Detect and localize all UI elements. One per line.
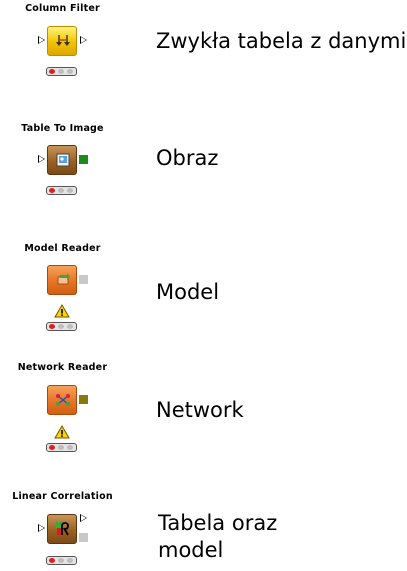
column-filter-icon[interactable] xyxy=(47,26,77,56)
image-frame-icon xyxy=(56,153,70,167)
image-output-port[interactable] xyxy=(79,155,88,164)
label-model-reader: Model xyxy=(156,280,220,304)
label-table-to-image: Obraz xyxy=(156,146,219,170)
status-lights xyxy=(46,443,77,452)
label-linear-correlation-line2: model xyxy=(158,538,224,562)
node-title-model-reader: Model Reader xyxy=(24,243,101,254)
status-lights xyxy=(46,186,77,195)
model-reader-icon[interactable] xyxy=(47,265,77,295)
table-to-image-icon[interactable] xyxy=(47,145,77,175)
warning-icon xyxy=(54,425,70,439)
node-title-table-to-image: Table To Image xyxy=(21,123,104,134)
status-lights xyxy=(46,67,77,76)
network-reader-icon[interactable] xyxy=(47,385,77,415)
label-network-reader: Network xyxy=(156,398,244,422)
model-output-port[interactable] xyxy=(79,275,88,284)
node-title-linear-correlation: Linear Correlation xyxy=(12,491,113,502)
input-port[interactable] xyxy=(38,36,45,44)
status-lights xyxy=(46,556,77,565)
model-reader-glyph-icon xyxy=(57,273,70,285)
linear-correlation-icon[interactable] xyxy=(47,514,77,544)
correlation-glyph-icon xyxy=(56,522,69,536)
filter-arrows-icon xyxy=(56,35,70,46)
label-column-filter: Zwykła tabela z danymi xyxy=(156,29,407,53)
output-port[interactable] xyxy=(80,514,87,522)
node-title-network-reader: Network Reader xyxy=(17,362,108,373)
network-output-port[interactable] xyxy=(79,395,88,404)
label-linear-correlation-line1: Tabela oraz xyxy=(158,511,278,535)
network-glyph-icon xyxy=(56,394,70,406)
warning-icon xyxy=(54,304,70,318)
model-output-port[interactable] xyxy=(79,533,88,542)
input-port[interactable] xyxy=(38,155,45,163)
node-title-column-filter: Column Filter xyxy=(25,3,100,14)
status-lights xyxy=(46,322,77,331)
output-port[interactable] xyxy=(80,36,87,44)
input-port[interactable] xyxy=(38,524,45,532)
